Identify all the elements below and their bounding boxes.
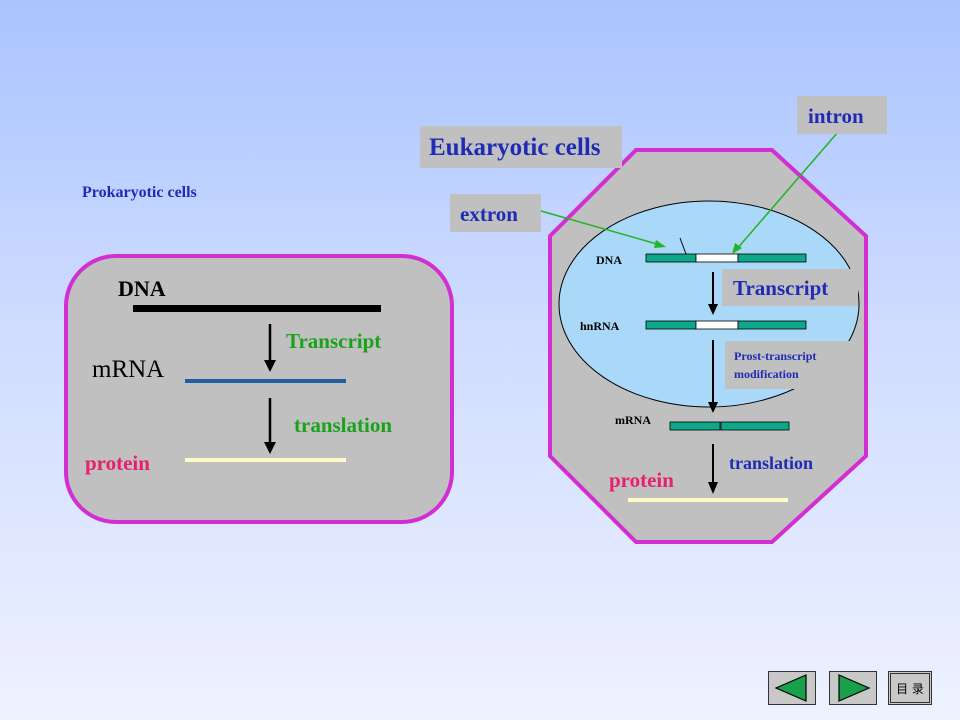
dna-tick [679, 237, 687, 255]
eukaryotic-dna-strand [645, 253, 807, 263]
hnrna-strand [645, 320, 807, 330]
eukaryotic-transcript-label: Transcript [722, 269, 858, 306]
hnrna-label: hnRNA [580, 319, 620, 333]
eukaryotic-protein-strand [628, 498, 788, 502]
prokaryotic-cell [64, 254, 454, 524]
previous-button[interactable] [768, 671, 816, 705]
contents-label: 目 录 [896, 681, 924, 696]
next-button[interactable] [829, 671, 877, 705]
prokaryotic-transcript-label: Transcript [276, 323, 411, 360]
intron-pointer-arrow [735, 131, 839, 251]
extron-label: extron [450, 194, 541, 232]
extron-pointer-arrow [540, 210, 665, 247]
prokaryotic-dna-label: DNA [118, 276, 166, 301]
prokaryotic-protein-strand [185, 458, 346, 462]
prokaryotic-title: Prokaryotic cells [82, 184, 197, 201]
eukaryotic-protein-label: protein [598, 460, 692, 497]
eukaryotic-translation-label: translation [719, 444, 836, 479]
eukaryotic-dna-label: DNA [596, 253, 622, 267]
intron-label: intron [797, 96, 887, 134]
prokaryotic-mrna-strand [185, 379, 346, 383]
eukaryotic-mrna-strand [669, 421, 790, 431]
eukaryotic-mrna-label: mRNA [615, 413, 651, 427]
prokaryotic-dna-strand [133, 305, 381, 312]
prokaryotic-protein-label: protein [76, 443, 170, 479]
prokaryotic-mrna-label: mRNA [92, 356, 165, 383]
post-transcript-label: Prost-transcript modification [725, 341, 861, 389]
triangle-right-icon [838, 674, 871, 702]
prokaryotic-translation-label: translation [284, 405, 414, 443]
eukaryotic-title: Eukaryotic cells [420, 126, 622, 168]
contents-button[interactable]: 目 录 [888, 671, 932, 705]
triangle-left-icon [774, 674, 807, 702]
